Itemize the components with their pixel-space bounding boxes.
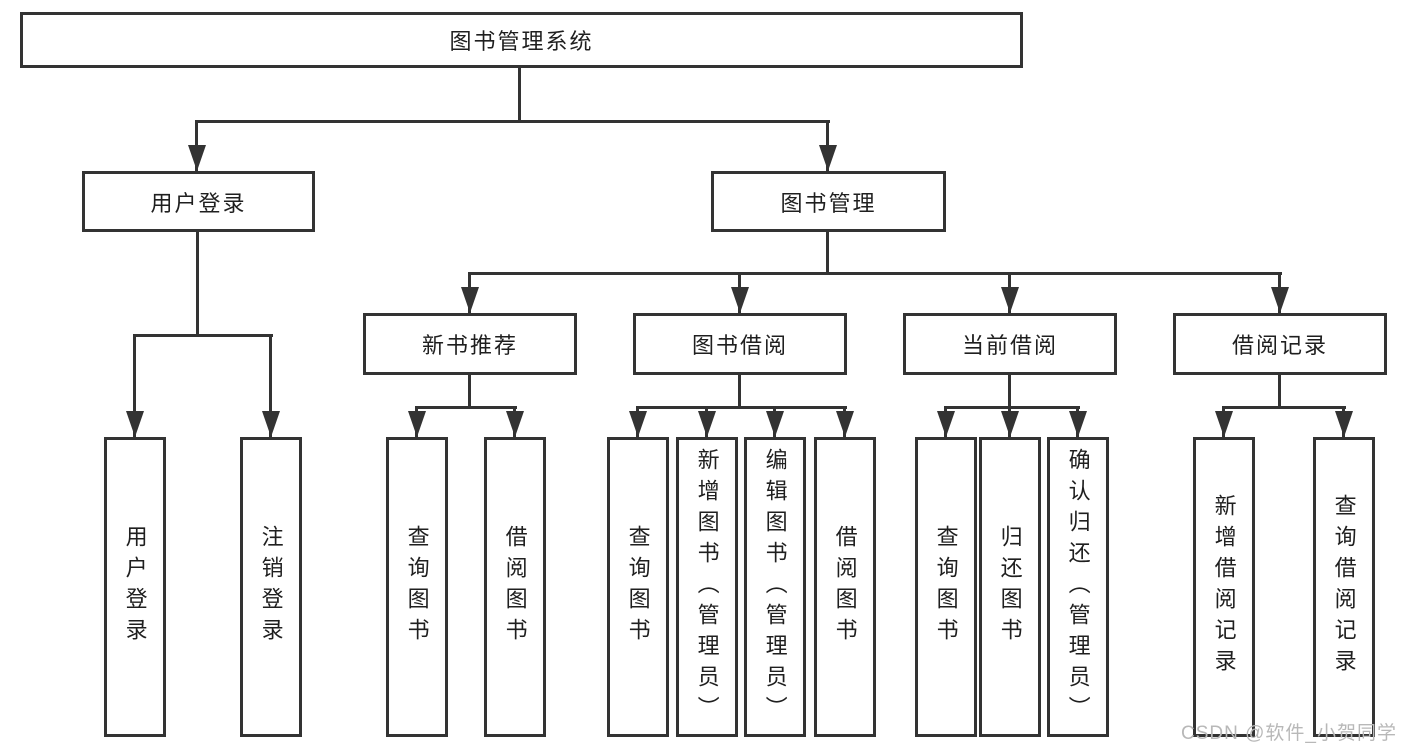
node-user-login-label: 用户登录	[150, 190, 247, 216]
arrowhead-icon	[819, 145, 837, 171]
arrowhead-icon	[766, 411, 784, 437]
leaf-borrowing-edit-books-admin-label: 编辑图书（管理员）	[762, 447, 788, 727]
arrowhead-icon	[836, 411, 854, 437]
leaf-current-confirm-return-admin: 确认归还（管理员）	[1047, 437, 1109, 737]
leaf-user-login-label: 用户登录	[122, 525, 148, 649]
node-user-login: 用户登录	[82, 171, 315, 232]
node-current-borrowing: 当前借阅	[903, 313, 1117, 375]
connector-hline	[468, 272, 1282, 275]
csdn-watermark: CSDN @软件_小贺同学	[1181, 723, 1397, 744]
leaf-borrowing-borrow-books: 借阅图书	[814, 437, 876, 737]
node-root-label: 图书管理系统	[449, 29, 594, 54]
node-book-management-label: 图书管理	[780, 190, 877, 216]
leaf-logout-label: 注销登录	[258, 525, 284, 649]
connector-vline	[518, 68, 521, 123]
arrowhead-icon	[731, 287, 749, 313]
node-root: 图书管理系统	[20, 12, 1023, 68]
arrowhead-icon	[937, 411, 955, 437]
leaf-borrowing-borrow-books-label: 借阅图书	[832, 525, 858, 649]
node-book-management: 图书管理	[711, 171, 946, 232]
arrowhead-icon	[1001, 411, 1019, 437]
connector-hline	[1222, 406, 1346, 409]
connector-hline	[636, 406, 847, 409]
leaf-current-query-books-label: 查询图书	[933, 525, 959, 649]
connector-hline	[195, 120, 830, 123]
arrowhead-icon	[1335, 411, 1353, 437]
node-borrowing-records: 借阅记录	[1173, 313, 1387, 375]
arrowhead-icon	[188, 145, 206, 171]
connector-vline	[468, 375, 471, 409]
connector-vline	[133, 334, 136, 437]
arrowhead-icon	[698, 411, 716, 437]
node-borrowing-records-label: 借阅记录	[1231, 333, 1328, 358]
connector-hline	[133, 334, 273, 337]
node-current-borrowing-label: 当前借阅	[961, 333, 1058, 358]
arrowhead-icon	[408, 411, 426, 437]
leaf-current-query-books: 查询图书	[915, 437, 977, 737]
leaf-borrowing-add-books-admin: 新增图书（管理员）	[676, 437, 738, 737]
connector-vline	[826, 232, 829, 275]
leaf-borrowing-edit-books-admin: 编辑图书（管理员）	[744, 437, 806, 737]
connector-vline	[738, 375, 741, 409]
arrowhead-icon	[1271, 287, 1289, 313]
leaf-newbooks-borrow-books: 借阅图书	[484, 437, 546, 737]
arrowhead-icon	[629, 411, 647, 437]
arrowhead-icon	[461, 287, 479, 313]
leaf-records-query-record-label: 查询借阅记录	[1331, 494, 1357, 680]
arrowhead-icon	[1001, 287, 1019, 313]
leaf-newbooks-query-books: 查询图书	[386, 437, 448, 737]
leaf-records-add-record: 新增借阅记录	[1193, 437, 1255, 737]
leaf-newbooks-query-books-label: 查询图书	[404, 525, 430, 649]
connector-vline	[1008, 375, 1011, 409]
connector-hline	[415, 406, 517, 409]
leaf-borrowing-add-books-admin-label: 新增图书（管理员）	[694, 447, 720, 727]
node-new-book-recommend-label: 新书推荐	[421, 333, 518, 358]
arrowhead-icon	[1215, 411, 1233, 437]
leaf-user-login: 用户登录	[104, 437, 166, 737]
leaf-newbooks-borrow-books-label: 借阅图书	[502, 525, 528, 649]
leaf-current-confirm-return-admin-label: 确认归还（管理员）	[1065, 447, 1091, 727]
arrowhead-icon	[126, 411, 144, 437]
leaf-borrowing-query-books: 查询图书	[607, 437, 669, 737]
node-book-borrowing: 图书借阅	[633, 313, 847, 375]
arrowhead-icon	[506, 411, 524, 437]
arrowhead-icon	[262, 411, 280, 437]
leaf-records-add-record-label: 新增借阅记录	[1211, 494, 1237, 680]
leaf-current-return-books-label: 归还图书	[997, 525, 1023, 649]
leaf-records-query-record: 查询借阅记录	[1313, 437, 1375, 737]
leaf-logout: 注销登录	[240, 437, 302, 737]
connector-vline	[269, 334, 272, 437]
connector-vline	[196, 232, 199, 337]
connector-hline	[944, 406, 1080, 409]
connector-vline	[1278, 375, 1281, 409]
node-new-book-recommend: 新书推荐	[363, 313, 577, 375]
arrowhead-icon	[1069, 411, 1087, 437]
node-book-borrowing-label: 图书借阅	[691, 333, 788, 358]
leaf-borrowing-query-books-label: 查询图书	[625, 525, 651, 649]
leaf-current-return-books: 归还图书	[979, 437, 1041, 737]
